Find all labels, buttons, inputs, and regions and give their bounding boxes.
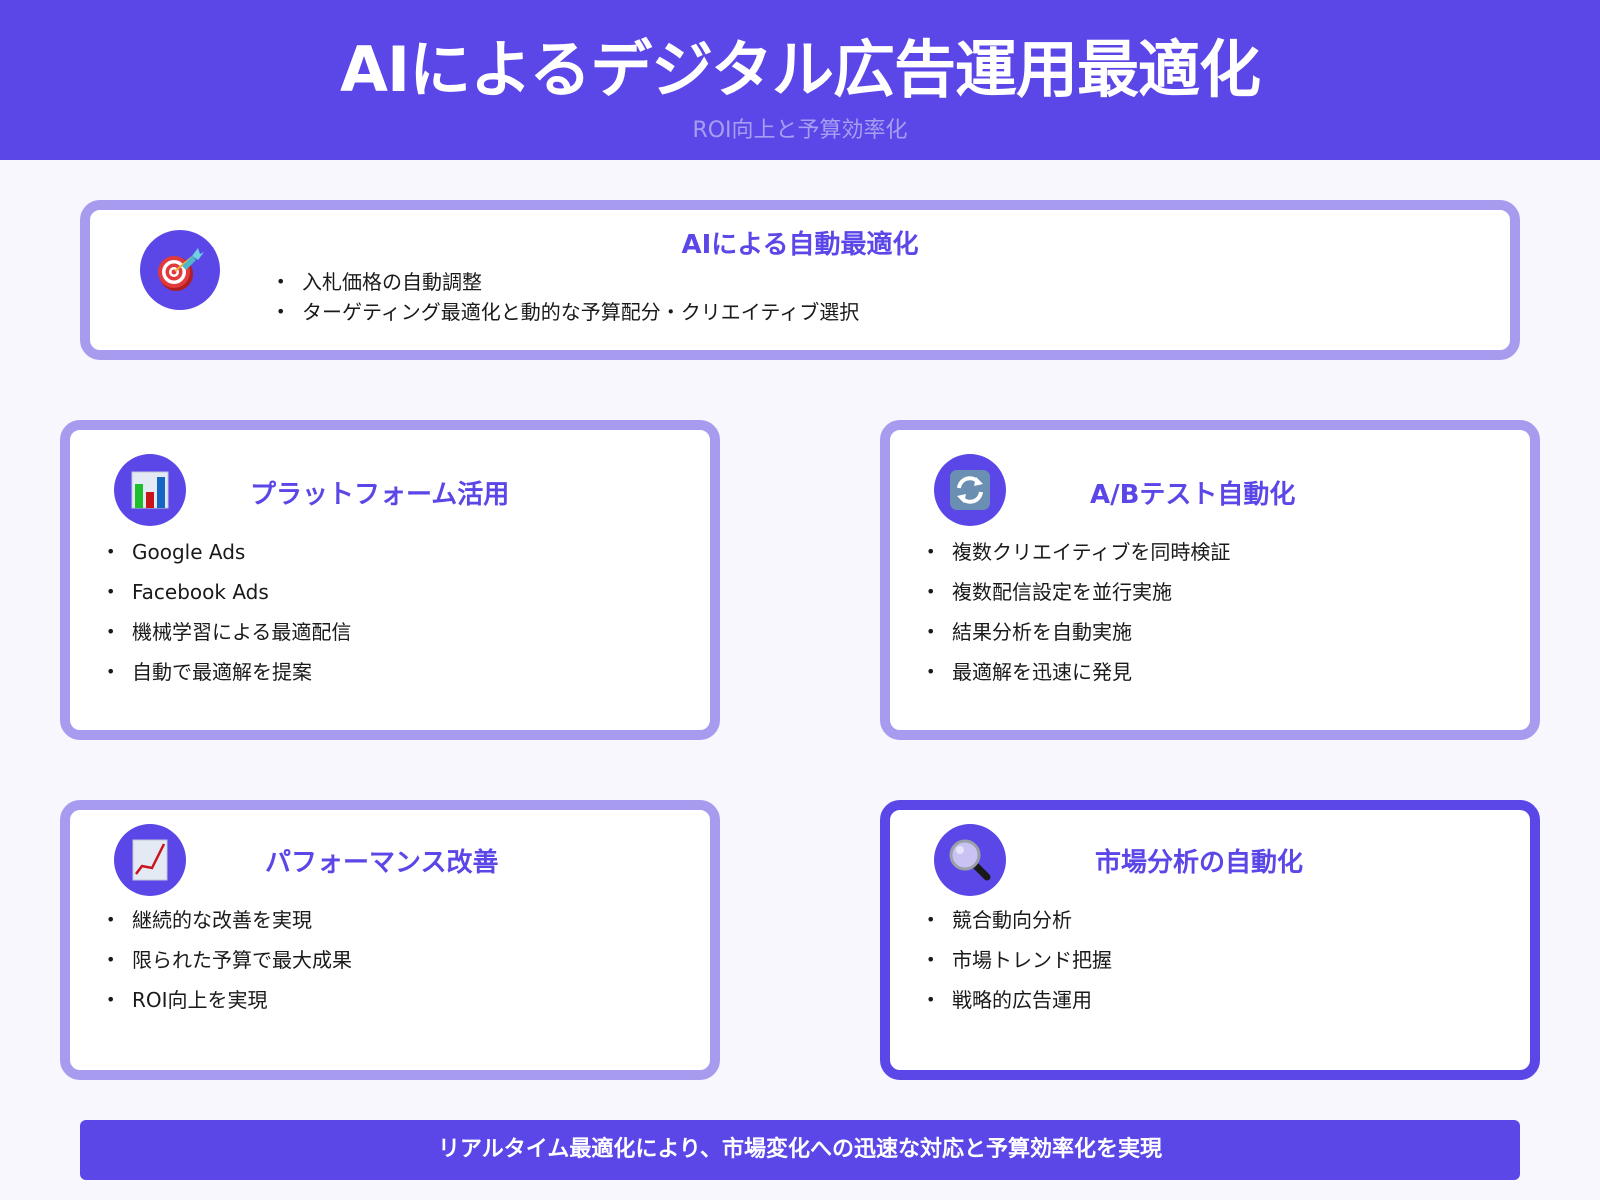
card-platform-usage: プラットフォーム活用 Google Ads Facebook Ads 機械学習に…	[60, 420, 720, 740]
bullet-list: Google Ads Facebook Ads 機械学習による最適配信 自動で最…	[100, 532, 351, 692]
card-ai-auto-optimization: AIによる自動最適化 入札価格の自動調整 ターゲティング最適化と動的な予算配分・…	[80, 200, 1520, 360]
list-item: Google Ads	[100, 532, 351, 572]
bar-chart-icon	[114, 454, 186, 526]
list-item: 複数配信設定を並行実施	[920, 572, 1230, 612]
card-ab-test-automation: A/Bテスト自動化 複数クリエイティブを同時検証 複数配信設定を並行実施 結果分…	[880, 420, 1540, 740]
list-item: 継続的な改善を実現	[100, 900, 352, 940]
list-item: 結果分析を自動実施	[920, 612, 1230, 652]
magnifying-glass-icon	[934, 824, 1006, 896]
list-item: ROI向上を実現	[100, 980, 352, 1020]
card-title: A/Bテスト自動化	[1090, 480, 1296, 510]
card-performance-improvement: パフォーマンス改善 継続的な改善を実現 限られた予算で最大成果 ROI向上を実現	[60, 800, 720, 1080]
list-item: Facebook Ads	[100, 572, 351, 612]
refresh-arrows-icon	[934, 454, 1006, 526]
list-item: 入札価格の自動調整	[270, 267, 859, 297]
card-title: プラットフォーム活用	[250, 480, 510, 510]
list-item: 自動で最適解を提案	[100, 652, 351, 692]
card-title: AIによる自動最適化	[681, 230, 919, 260]
card-title: パフォーマンス改善	[265, 848, 499, 878]
list-item: ターゲティング最適化と動的な予算配分・クリエイティブ選択	[270, 297, 859, 327]
footer-summary-banner: リアルタイム最適化により、市場変化への迅速な対応と予算効率化を実現	[80, 1120, 1520, 1180]
list-item: 戦略的広告運用	[920, 980, 1112, 1020]
card-market-analysis: 市場分析の自動化 競合動向分析 市場トレンド把握 戦略的広告運用	[880, 800, 1540, 1080]
list-item: 最適解を迅速に発見	[920, 652, 1230, 692]
bullet-list: 継続的な改善を実現 限られた予算で最大成果 ROI向上を実現	[100, 900, 352, 1020]
bullet-list: 入札価格の自動調整 ターゲティング最適化と動的な予算配分・クリエイティブ選択	[270, 267, 859, 327]
header-banner: AIによるデジタル広告運用最適化 ROI向上と予算効率化	[0, 0, 1600, 160]
trending-up-chart-icon	[114, 824, 186, 896]
list-item: 限られた予算で最大成果	[100, 940, 352, 980]
list-item: 複数クリエイティブを同時検証	[920, 532, 1230, 572]
list-item: 市場トレンド把握	[920, 940, 1112, 980]
list-item: 競合動向分析	[920, 900, 1112, 940]
page-title: AIによるデジタル広告運用最適化	[340, 33, 1261, 106]
card-title: 市場分析の自動化	[1095, 848, 1304, 878]
list-item: 機械学習による最適配信	[100, 612, 351, 652]
target-dart-icon	[140, 230, 220, 310]
bullet-list: 複数クリエイティブを同時検証 複数配信設定を並行実施 結果分析を自動実施 最適解…	[920, 532, 1230, 692]
page-subtitle: ROI向上と予算効率化	[692, 118, 908, 143]
bullet-list: 競合動向分析 市場トレンド把握 戦略的広告運用	[920, 900, 1112, 1020]
